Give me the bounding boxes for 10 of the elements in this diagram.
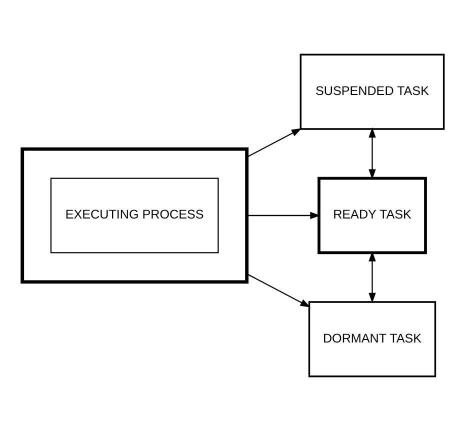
arrow xyxy=(368,127,376,180)
cluster xyxy=(20,147,249,284)
node-box: EXECUTING PROCESS xyxy=(50,178,219,254)
arrow xyxy=(246,212,320,220)
arrow xyxy=(246,273,311,308)
arrow xyxy=(246,128,302,158)
arrow xyxy=(368,251,376,304)
node-box: SUSPENDED TASK xyxy=(300,54,445,130)
node-box: READY TASK xyxy=(318,176,427,254)
node-box: DORMANT TASK xyxy=(308,301,436,378)
